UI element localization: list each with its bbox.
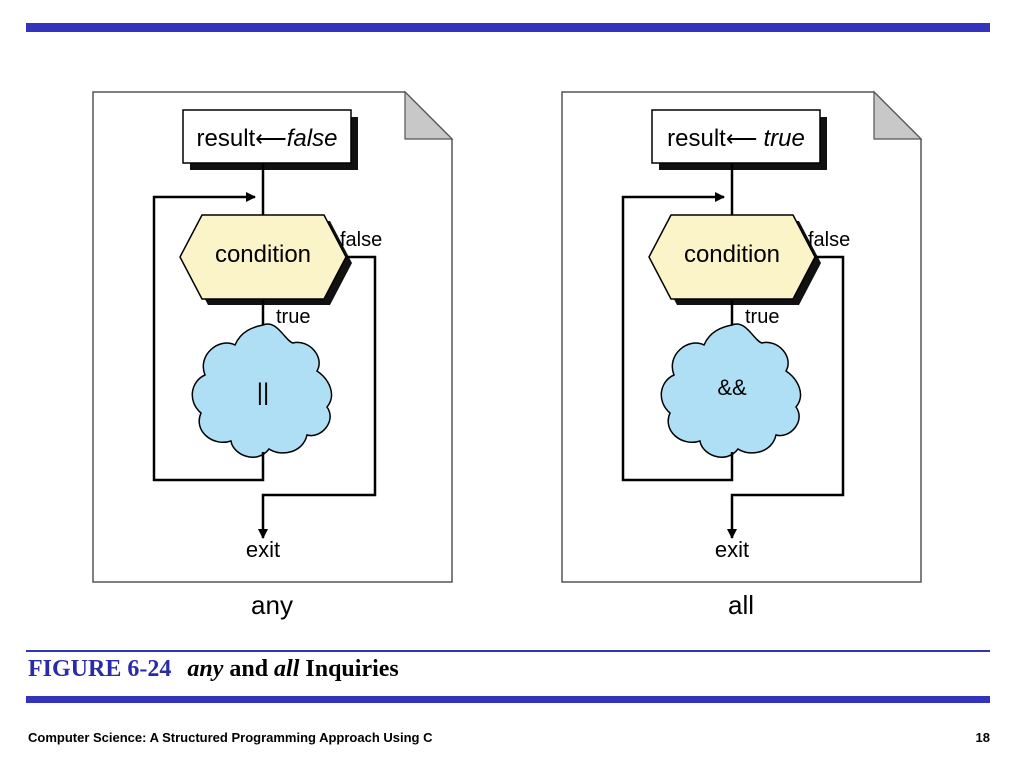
footer-title: Computer Science: A Structured Programmi… <box>28 730 433 745</box>
caption-word-all: all <box>274 656 300 682</box>
false-path <box>727 255 845 539</box>
panel-label: any <box>251 590 293 620</box>
false-path <box>258 255 377 539</box>
top-accent-bar <box>26 23 990 32</box>
assign-arrow: ⟵ <box>726 126 764 151</box>
false-label: false <box>340 229 382 251</box>
operator-label: && <box>717 375 747 400</box>
init-text: result⟵false <box>197 125 338 152</box>
assign-arrow: ⟵ <box>255 126 287 151</box>
caption-word-any: any <box>187 656 224 682</box>
init-value: true <box>763 125 804 152</box>
condition-label: condition <box>684 241 780 268</box>
init-value: false <box>287 125 338 152</box>
panel-label: all <box>728 590 754 620</box>
false-label: false <box>808 229 850 251</box>
true-label: true <box>276 306 310 328</box>
condition-hexagon <box>648 214 816 300</box>
exit-label: exit <box>715 537 749 562</box>
condition-label: condition <box>215 241 311 268</box>
bottom-accent-bar <box>26 696 990 703</box>
figure-caption: FIGURE 6-24 any and all Inquiries <box>28 656 399 683</box>
panel-all: result⟵ true condition false true && exi… <box>561 90 923 620</box>
figure-number: FIGURE 6-24 <box>28 656 172 682</box>
caption-word-and: and <box>229 656 269 682</box>
init-prefix: result <box>667 125 726 152</box>
panel-any: result⟵false condition false true || exi… <box>92 90 454 620</box>
init-box <box>182 109 352 164</box>
condition-hexagon <box>179 214 347 300</box>
true-label: true <box>745 306 779 328</box>
init-text: result⟵ true <box>667 125 805 152</box>
caption-word-inquiries: Inquiries <box>305 656 399 682</box>
page-fold-corner <box>873 90 923 140</box>
page-number: 18 <box>975 730 990 745</box>
flowchart-diagram: result⟵false condition false true || exi… <box>92 90 923 620</box>
init-box <box>651 109 821 164</box>
init-prefix: result <box>197 125 256 152</box>
loop-back-path <box>152 192 265 482</box>
loop-back-path <box>621 192 734 482</box>
caption-top-rule <box>26 650 990 652</box>
exit-label: exit <box>246 537 280 562</box>
operator-label: || <box>257 379 269 406</box>
page-fold-corner <box>404 90 454 140</box>
